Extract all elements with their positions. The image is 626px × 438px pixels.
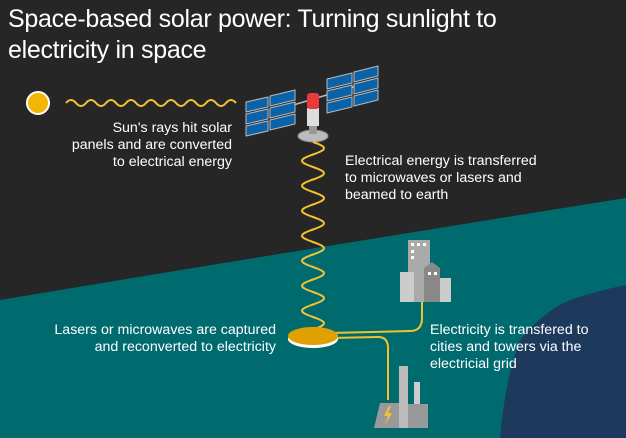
label-line: Sun's rays hit solar (112, 120, 232, 136)
label-line: Lasers or microwaves are captured (54, 322, 276, 338)
label-line: Electricity is transfered to (430, 322, 589, 338)
sun-label: Sun's rays hit solar panels and are conv… (72, 120, 232, 171)
label-line: cities and towers via the (430, 339, 582, 355)
label-line: Electrical energy is transferred (345, 153, 537, 169)
page-title: Space-based solar power: Turning sunligh… (8, 4, 497, 66)
label-line: beamed to earth (345, 187, 449, 203)
receiver-dish-icon (288, 327, 338, 348)
satellite-icon (245, 65, 379, 143)
label-line: electricial grid (430, 356, 517, 372)
title-line: electricity in space (8, 36, 207, 64)
power-plant-icon (374, 366, 428, 428)
sun-rays-wave (65, 99, 237, 107)
satellite-label: Electrical energy is transferred to micr… (345, 153, 537, 204)
land-mass (500, 285, 626, 438)
city-buildings-icon (400, 240, 451, 302)
receiver-label: Lasers or microwaves are captured and re… (54, 322, 276, 356)
label-line: to electrical energy (112, 154, 232, 170)
power-lines (329, 302, 423, 400)
label-line: panels and are converted (71, 137, 232, 153)
sun-icon (26, 91, 50, 115)
label-line: to microwaves or lasers and (345, 170, 522, 186)
title-line: Space-based solar power: Turning sunligh… (8, 5, 497, 33)
label-line: and reconverted to electricity (94, 339, 276, 355)
microwave-beam (300, 141, 326, 335)
grid-label: Electricity is transfered to cities and … (430, 322, 588, 373)
